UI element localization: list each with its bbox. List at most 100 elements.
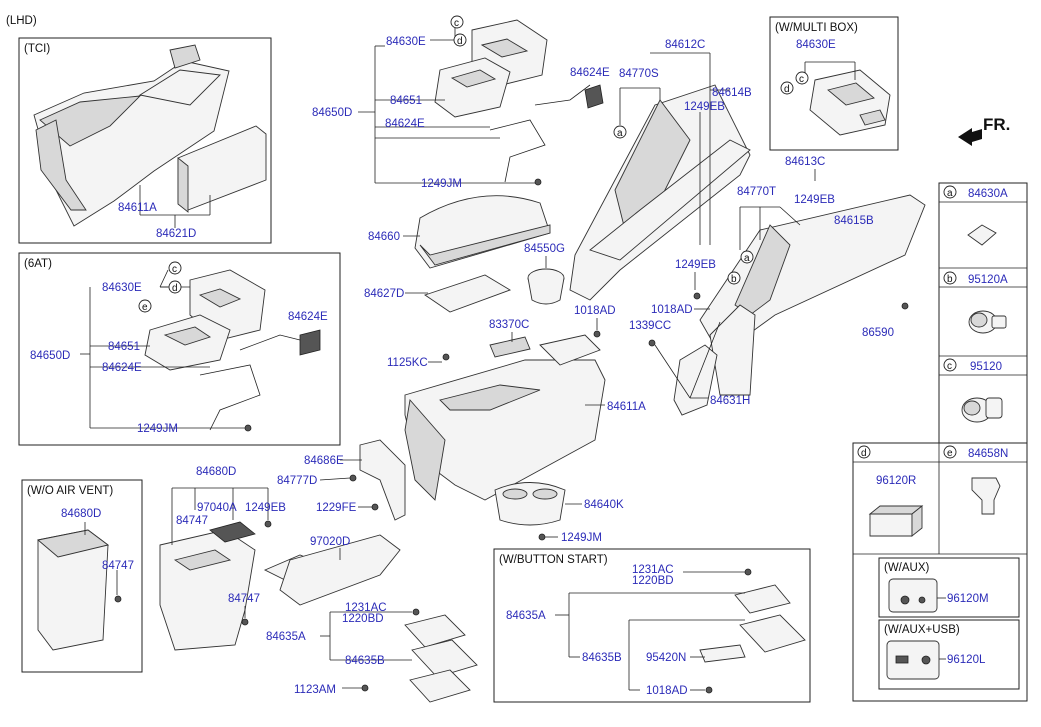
callout-1249EB-d: 1249EB xyxy=(245,502,286,514)
callout-84680D: 84680D xyxy=(196,466,236,478)
callout-84630E-mb: 84630E xyxy=(796,39,836,51)
multi-box-label: (W/MULTI BOX) xyxy=(775,22,858,34)
callout-1229FE: 1229FE xyxy=(316,502,357,514)
button-start-label: (W/BUTTON START) xyxy=(499,554,608,566)
aux-jack-icon xyxy=(888,578,938,613)
lhd-label: (LHD) xyxy=(6,15,37,27)
callout-84631H: 84631H xyxy=(710,395,750,407)
power-outlet-icon xyxy=(968,310,1007,334)
callout-1123AM: 1123AM xyxy=(294,684,336,696)
main-console-drawing xyxy=(404,334,606,526)
callout-1249EB-c: 1249EB xyxy=(675,259,716,271)
callout-84615B: 84615B xyxy=(834,215,874,227)
aux-usb-label: (W/AUX+USB) xyxy=(884,624,960,636)
armrest-drawing xyxy=(414,195,551,313)
aux-label: (W/AUX) xyxy=(884,562,930,574)
legend-a-letter: a xyxy=(947,188,953,199)
callout-84624E-top-a: 84624E xyxy=(385,118,425,130)
tci-console-drawing xyxy=(33,44,267,227)
6at-shifter-drawing xyxy=(144,269,321,432)
callout-84635B-bs: 84635B xyxy=(582,652,622,664)
callout-84635B: 84635B xyxy=(345,655,385,667)
callout-1249JM-6at: 1249JM xyxy=(137,423,178,435)
legend-d-circle xyxy=(857,445,871,459)
callout-1249EB-a: 1249EB xyxy=(684,101,725,113)
legend-a-part: 84630A xyxy=(968,188,1008,200)
callout-1339CC: 1339CC xyxy=(629,320,671,332)
6at-frame xyxy=(18,252,341,446)
aux-usb-part: 96120L xyxy=(947,654,986,666)
legend-panel-de: d e 96120R 84658N (W/AUX) 96120M (W/AUX+… xyxy=(852,442,1028,702)
callout-1018AD-b: 1018AD xyxy=(651,304,693,316)
side-a-letter: a xyxy=(617,128,623,139)
6at-label: (6AT) xyxy=(24,258,52,270)
callout-84624E-6at-a: 84624E xyxy=(102,362,142,374)
callout-84651-top: 84651 xyxy=(390,95,422,107)
callout-84650D-6at: 84650D xyxy=(30,350,70,362)
legend-b-circle xyxy=(943,271,957,285)
callout-84621D: 84621D xyxy=(156,228,196,240)
legend-d-letter: d xyxy=(861,448,867,459)
switch-cap-icon xyxy=(971,477,1001,515)
callout-84550G: 84550G xyxy=(524,243,565,255)
legend-c-letter: c xyxy=(947,361,952,372)
callout-84611A-tci: 84611A xyxy=(118,202,157,214)
top-d-letter: d xyxy=(457,36,463,47)
aux-usb-jack-icon xyxy=(886,640,940,680)
aux-part: 96120M xyxy=(947,593,989,605)
6at-e-letter: e xyxy=(142,302,148,313)
callout-86590: 86590 xyxy=(862,327,894,339)
callout-84624E-top-b: 84624E xyxy=(570,67,610,79)
callout-84613C: 84613C xyxy=(785,156,825,168)
wo-air-vent-label: (W/O AIR VENT) xyxy=(27,485,113,497)
callout-84770T: 84770T xyxy=(737,186,776,198)
side-bracket-drawing xyxy=(673,344,718,416)
callout-83370C: 83370C xyxy=(489,319,529,331)
callout-1220BD-bs: 1220BD xyxy=(632,575,674,587)
tci-frame xyxy=(18,37,272,244)
callout-84747-wo: 84747 xyxy=(102,560,134,572)
callout-84635A-bs: 84635A xyxy=(506,610,546,622)
callout-84627D: 84627D xyxy=(364,288,404,300)
callout-1231AC-bs: 1231AC xyxy=(632,564,674,576)
callout-84640K: 84640K xyxy=(584,499,624,511)
legend-c-part: 95120 xyxy=(970,361,1002,373)
legend-e-letter: e xyxy=(947,448,953,459)
callout-84650D-top: 84650D xyxy=(312,107,352,119)
legend-d-part: 96120R xyxy=(876,475,916,487)
legend-panel: a 84630A b 95120A c 95120 xyxy=(938,182,1028,444)
callout-1249EB-b: 1249EB xyxy=(794,194,835,206)
lighter-socket-icon xyxy=(961,397,1003,423)
wo-air-vent-frame xyxy=(21,479,143,673)
callout-1249JM-top: 1249JM xyxy=(421,178,462,190)
callout-84747-b: 84747 xyxy=(228,593,260,605)
mb-c-letter: c xyxy=(799,74,804,85)
legend-c-circle xyxy=(943,358,957,372)
callout-84630E-top: 84630E xyxy=(386,36,426,48)
multi-box-drawing xyxy=(809,69,891,136)
callout-84770S: 84770S xyxy=(619,68,659,80)
legend-e-circle xyxy=(943,445,957,459)
callout-97040A: 97040A xyxy=(197,502,237,514)
side-b-letter: b xyxy=(731,274,737,285)
legend-e-part: 84658N xyxy=(968,448,1008,460)
callout-97020D: 97020D xyxy=(310,536,350,548)
callout-1018AD-bs: 1018AD xyxy=(646,685,688,697)
wo-air-vent-cover-drawing xyxy=(37,529,110,651)
fr-label: FR. xyxy=(983,115,1010,134)
callout-1231AC: 1231AC xyxy=(345,602,387,614)
legend-b-part: 95120A xyxy=(968,274,1008,286)
callout-84612C: 84612C xyxy=(665,39,705,51)
rear-vent-drawing xyxy=(159,521,401,651)
clip-icon xyxy=(967,224,997,246)
cup-holder-drawing xyxy=(527,268,565,305)
callout-84651-6at: 84651 xyxy=(108,341,140,353)
callout-1249JM: 1249JM xyxy=(561,532,602,544)
multi-box-frame xyxy=(769,16,899,151)
side-panel-left-drawing xyxy=(569,84,751,301)
side-panel-right-drawing xyxy=(699,194,926,396)
callout-95420N-bs: 95420N xyxy=(646,652,686,664)
top-shifter-drawing xyxy=(434,19,604,186)
jack-module-icon xyxy=(868,505,924,537)
mb-d-letter: d xyxy=(784,84,790,95)
